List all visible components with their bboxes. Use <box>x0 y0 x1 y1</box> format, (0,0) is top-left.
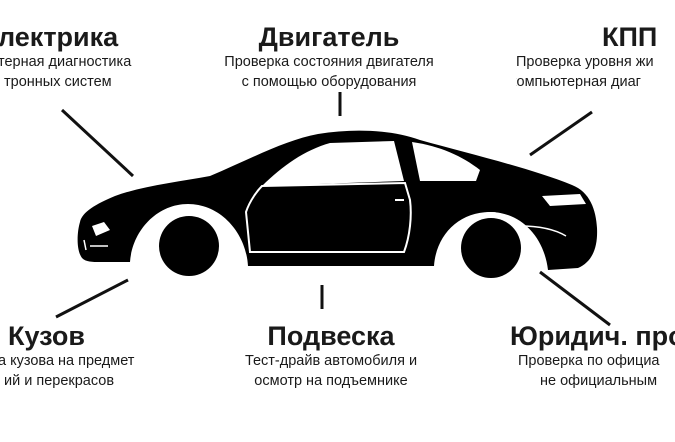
connector-legal <box>539 270 611 327</box>
engine-desc-line2: с помощью оборудования <box>241 74 417 90</box>
suspension-desc-line1: Тест-драйв автомобиля и <box>244 353 418 369</box>
electrics-desc-line1: терная диагностика <box>0 54 132 70</box>
connector-electrics <box>60 108 135 178</box>
legal-desc-line1: Проверка по официа <box>518 353 660 369</box>
body-desc-line2: ий и перекрасов <box>4 373 115 389</box>
suspension-desc-line2: осмотр на подъемнике <box>254 373 408 389</box>
electrics-desc-line2: тронных систем <box>4 74 112 90</box>
body-desc-line1: а кузова на предмет <box>0 353 135 369</box>
gearbox-title: КПП <box>602 22 658 52</box>
gearbox-desc-line2: компьютерная диаг <box>516 74 641 90</box>
sports-car-silhouette-icon <box>77 130 598 284</box>
electrics-title: лектрика <box>0 22 119 52</box>
legal-label: Юридич. про Проверка по официа не официа… <box>510 321 675 391</box>
legal-title: Юридич. про <box>510 321 675 351</box>
suspension-label: Подвеска Тест-драйв автомобиля и осмотр … <box>216 321 446 391</box>
electrics-label: лектрика терная диагностика тронных сист… <box>0 22 158 92</box>
body-label: Кузов а кузова на предмет ий и перекрасо… <box>0 321 168 391</box>
legal-desc-line2: не официальным <box>540 373 658 389</box>
connector-gearbox <box>529 110 593 157</box>
gearbox-desc-line1: Проверка уровня жи <box>516 54 654 70</box>
engine-label: Двигатель Проверка состояния двигателя с… <box>196 22 462 92</box>
connector-body <box>55 278 129 319</box>
body-title: Кузов <box>8 321 85 351</box>
engine-desc-line1: Проверка состояния двигателя <box>224 54 434 70</box>
engine-title: Двигатель <box>258 22 400 52</box>
suspension-title: Подвеска <box>267 321 395 351</box>
gearbox-label: КПП Проверка уровня жи компьютерная диаг <box>516 22 675 92</box>
